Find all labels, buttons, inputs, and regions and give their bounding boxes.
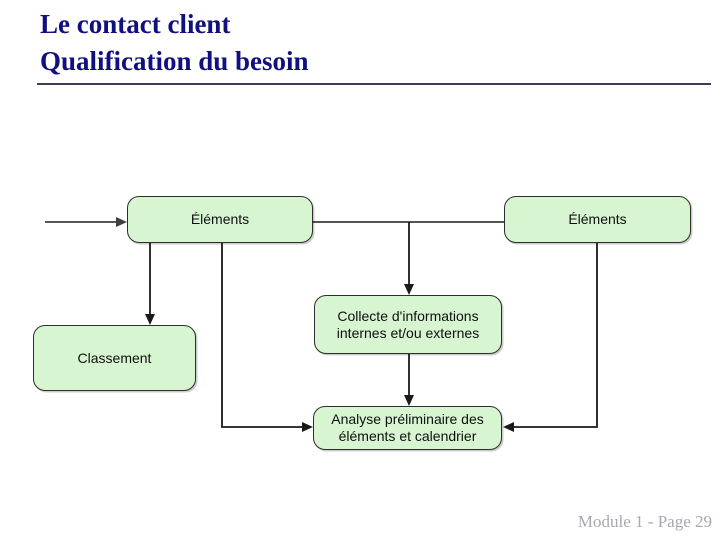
node-label-line1: Collecte d'informations (337, 307, 479, 324)
node-label: Classement (77, 349, 152, 366)
title-underline (37, 83, 711, 85)
node-elements-left: Éléments (127, 196, 313, 243)
node-collecte: Collecte d'informations internes et/ou e… (314, 295, 502, 354)
node-label-line2: éléments et calendrier (338, 428, 477, 444)
edge-junction-to-collecte (404, 222, 414, 295)
node-analyse: Analyse préliminaire des éléments et cal… (313, 406, 502, 450)
edge-elements-left-to-analyse (221, 243, 313, 432)
edge-start-to-elements-left (45, 217, 127, 227)
node-elements-right: Éléments (504, 196, 691, 243)
edge-collecte-to-analyse (404, 354, 414, 406)
node-label: Éléments (190, 211, 250, 227)
edge-elements-right-to-analyse (503, 243, 598, 432)
slide-title-line2: Qualification du besoin (40, 46, 309, 76)
edge-elements-left-to-classement (145, 243, 155, 325)
slide-title-line1: Le contact client (40, 9, 231, 39)
node-label-line1: Analyse préliminaire des (331, 411, 484, 427)
node-label-line2: internes et/ou externes (336, 324, 480, 341)
page-number: Module 1 - Page 29 (577, 512, 712, 531)
slide-title: Le contact client Qualification du besoi… (40, 6, 309, 80)
node-label: Éléments (568, 211, 627, 227)
node-classement: Classement (33, 325, 196, 391)
